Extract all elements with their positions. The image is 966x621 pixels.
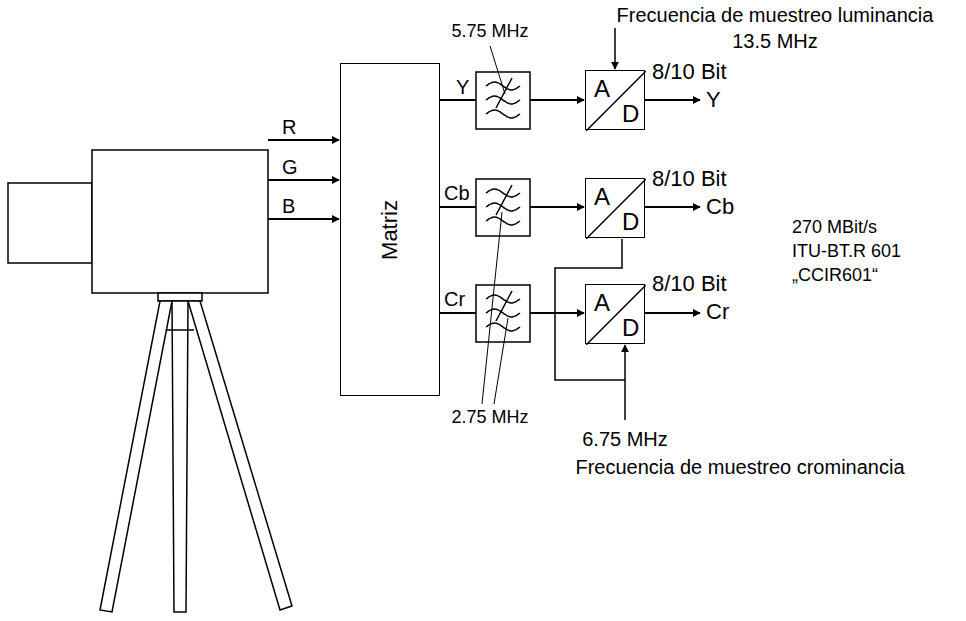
- signal-name: R: [282, 116, 296, 138]
- filter-wave: [486, 295, 520, 303]
- adc-box: AD: [585, 70, 645, 130]
- converter-letter: A: [594, 291, 610, 315]
- filter-wave: [486, 217, 520, 225]
- converter-letter: D: [622, 102, 639, 126]
- matrix-label: Matriz: [379, 200, 401, 260]
- filter-box: [476, 179, 530, 236]
- standard-name: „CCIR601“: [792, 266, 878, 286]
- matrix-box: Matriz: [340, 63, 440, 396]
- wire-arrow: [530, 312, 584, 314]
- wire: [440, 312, 476, 314]
- bit-depth: 8/10 Bit: [652, 272, 727, 296]
- adc-box: AD: [585, 178, 645, 238]
- filter-slash: [496, 185, 512, 215]
- filter-wave: [486, 323, 520, 331]
- filter-wave: [486, 203, 520, 211]
- cutoff-frequency: 2.75 MHz: [451, 408, 528, 428]
- signal-name: Y: [456, 76, 469, 98]
- converter-letter: D: [622, 210, 639, 234]
- signal-name: Cb: [444, 182, 470, 204]
- frequency-value: 6.75 MHz: [582, 428, 668, 450]
- data-rate: 270 MBit/s: [792, 218, 877, 238]
- filter-box: [476, 285, 530, 342]
- output-arrow: [645, 206, 700, 208]
- signal-name: Cb: [706, 195, 734, 219]
- filter-slash: [496, 291, 512, 321]
- frequency-value: 13.5 MHz: [732, 30, 818, 52]
- filter-wave: [486, 96, 520, 104]
- bit-depth: 8/10 Bit: [652, 167, 727, 191]
- filter-slash: [496, 78, 512, 108]
- signal-name: B: [282, 195, 295, 217]
- signal-name: Cr: [706, 300, 729, 324]
- converter-letter: A: [594, 185, 610, 209]
- signal-name: Cr: [444, 288, 465, 310]
- wire-arrow: [530, 99, 584, 101]
- wire: [440, 206, 476, 208]
- converter-letter: A: [594, 77, 610, 101]
- signal-name: G: [282, 156, 298, 178]
- camera: [8, 150, 292, 612]
- output-arrow: [645, 99, 700, 101]
- wire: [440, 99, 476, 101]
- output-arrow: [645, 312, 700, 314]
- rgb-signals: [268, 140, 339, 219]
- leader-lines: [482, 46, 508, 404]
- filter-wave: [486, 189, 520, 197]
- signal-name: Y: [706, 88, 721, 112]
- filter-wave: [486, 110, 520, 118]
- sampling-note: Frecuencia de muestreo crominancia: [575, 456, 904, 478]
- bit-depth: 8/10 Bit: [652, 60, 727, 84]
- adc-box: AD: [585, 284, 645, 344]
- cutoff-frequency: 5.75 MHz: [451, 22, 528, 42]
- standard-name: ITU-BT.R 601: [792, 242, 901, 262]
- wire-arrow: [530, 206, 584, 208]
- lowpass-filters: [476, 72, 530, 342]
- sampling-note: Frecuencia de muestreo luminancia: [617, 4, 934, 26]
- converter-letter: D: [622, 316, 639, 340]
- filter-box: [476, 72, 530, 129]
